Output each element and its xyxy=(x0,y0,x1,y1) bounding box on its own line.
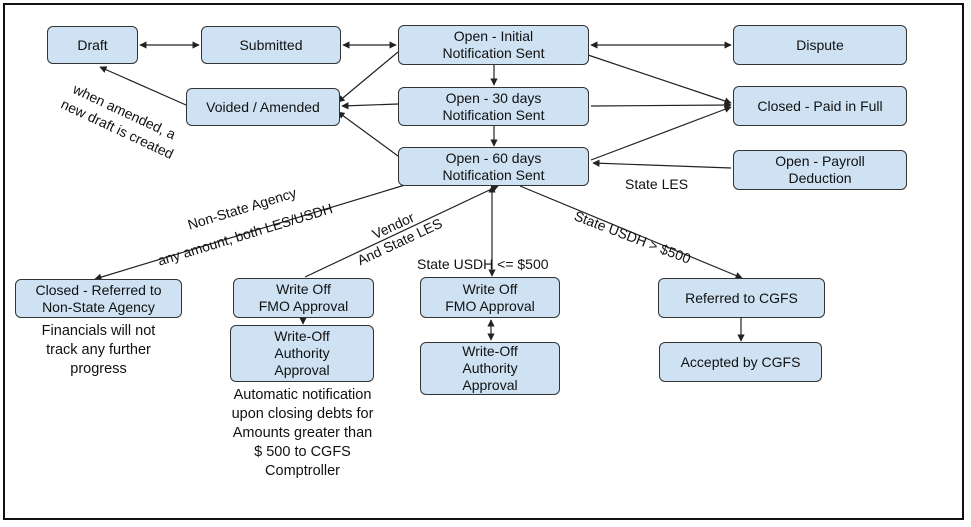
edge-writeoff1-60 xyxy=(304,185,499,278)
node-writeoff-authority-2: Write-Off Authority Approval xyxy=(420,342,560,395)
node-draft: Draft xyxy=(47,26,138,64)
edge-60-nonstate xyxy=(94,184,406,281)
node-accepted-cgfs: Accepted by CGFS xyxy=(659,342,822,382)
edge-60-paid xyxy=(590,105,732,161)
edge-60-voided xyxy=(337,111,399,157)
edge-30-paid xyxy=(590,101,732,109)
note-automatic-notification: Automatic notification upon closing debt… xyxy=(231,387,374,479)
edge-voided-draft xyxy=(99,66,187,106)
node-payroll-deduction: Open - Payroll Deduction xyxy=(733,150,907,190)
diagram-frame xyxy=(3,3,964,520)
node-open-60: Open - 60 days Notification Sent xyxy=(398,147,589,186)
node-writeoff-fmo-1: Write Off FMO Approval xyxy=(233,278,374,318)
label-usdh-le-500: State USDH <= $500 xyxy=(417,256,549,272)
label-state-les: State LES xyxy=(625,176,689,192)
node-open-initial: Open - Initial Notification Sent xyxy=(398,25,589,65)
edge-60-cgfs xyxy=(519,185,743,279)
node-dispute: Dispute xyxy=(733,25,907,65)
node-writeoff-fmo-2: Write Off FMO Approval xyxy=(420,277,560,318)
node-voided-amended: Voided / Amended xyxy=(186,88,340,126)
node-open-30: Open - 30 days Notification Sent xyxy=(398,87,589,126)
node-writeoff-authority-1: Write-Off Authority Approval xyxy=(230,325,374,382)
edge-initial-voided xyxy=(337,51,399,103)
node-closed-paid: Closed - Paid in Full xyxy=(733,86,907,126)
edge-payroll-60 xyxy=(592,159,732,169)
note-financials: Financials will not track any further pr… xyxy=(41,323,156,377)
node-referred-cgfs: Referred to CGFS xyxy=(658,278,825,318)
node-submitted: Submitted xyxy=(201,26,341,64)
edge-30-voided xyxy=(341,102,399,110)
edge-initial-paid xyxy=(587,54,732,105)
node-closed-referred: Closed - Referred to Non-State Agency xyxy=(15,279,182,318)
